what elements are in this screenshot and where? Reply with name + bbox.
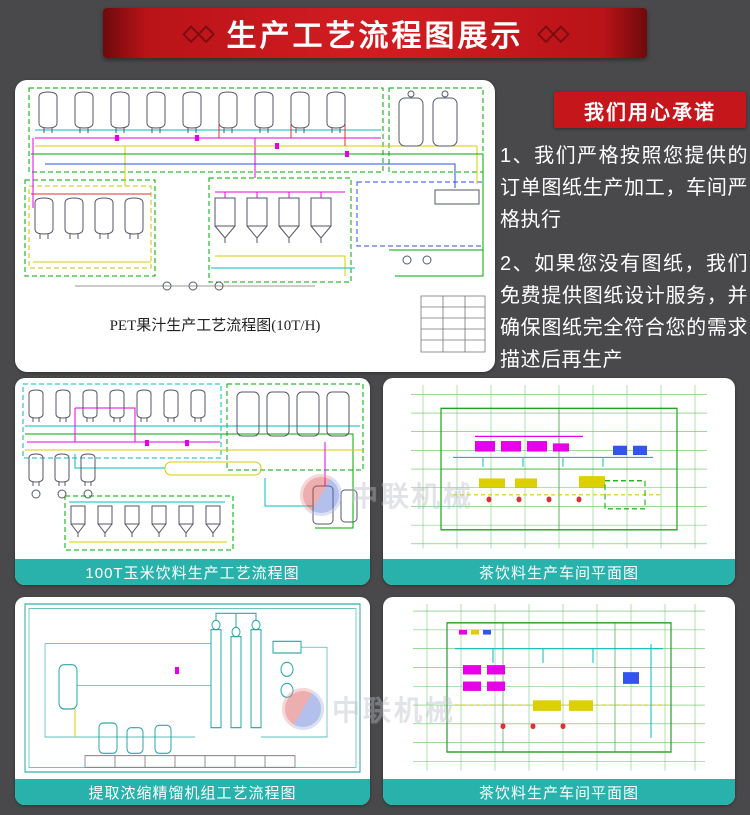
distill-diagram-card: 提取浓缩精馏机组工艺流程图 [15, 597, 370, 805]
distill-caption-label: 提取浓缩精馏机组工艺流程图 [88, 784, 297, 802]
corn-caption-bar: 100T玉米饮料生产工艺流程图 [15, 559, 370, 585]
pet-diagram-caption: PET果汁生产工艺流程图(10T/H) [109, 318, 321, 334]
promise-badge: 我们用心承诺 [554, 92, 746, 128]
tea-plan-diagram-2 [413, 604, 705, 771]
tea2-caption-bar: 茶饮料生产车间平面图 [383, 779, 735, 805]
promise-item-2: 2、如果您没有图纸，我们免费提供图纸设计服务，并确保图纸完全符合您的需求描述后再… [500, 253, 748, 371]
tea1-caption-bar: 茶饮料生产车间平面图 [383, 559, 735, 585]
header-banner: ◇◇ 生产工艺流程图展示 ◇◇ [103, 8, 647, 58]
page-title: 生产工艺流程图展示 [226, 20, 524, 53]
tea1-caption-label: 茶饮料生产车间平面图 [478, 564, 639, 582]
distill-caption-bar: 提取浓缩精馏机组工艺流程图 [15, 779, 370, 805]
banner-decor-left-icon: ◇◇ [182, 20, 215, 45]
corn-flow-diagram [22, 383, 364, 551]
tea-plan-card-2: 茶饮料生产车间平面图 [383, 597, 735, 805]
promise-panel: 我们用心承诺 1、我们严格按照您提供的订单图纸生产加工，车间严格执行 2、如果您… [500, 92, 748, 376]
promise-item-1: 1、我们严格按照您提供的订单图纸生产加工，车间严格执行 [500, 145, 748, 231]
corn-caption-label: 100T玉米饮料生产工艺流程图 [85, 564, 300, 582]
pet-flow-diagram [24, 87, 486, 353]
tea-plan-diagram-1 [411, 385, 707, 549]
banner-decor-right-icon: ◇◇ [537, 20, 570, 45]
distill-flow-diagram [24, 603, 361, 773]
pet-diagram-card: PET果汁生产工艺流程图(10T/H) [15, 80, 495, 372]
tea-plan-card-1: 茶饮料生产车间平面图 [383, 378, 735, 585]
corn-diagram-card: 100T玉米饮料生产工艺流程图 [15, 378, 370, 585]
tea2-caption-label: 茶饮料生产车间平面图 [478, 784, 639, 802]
